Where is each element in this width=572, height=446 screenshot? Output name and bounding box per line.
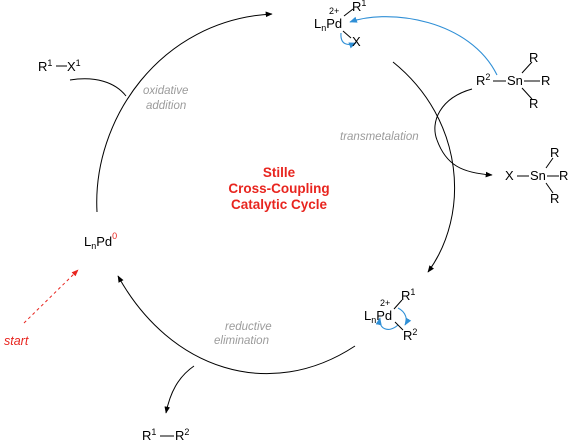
- stannane-sn-r-bottom-bond: [521, 87, 533, 100]
- step-oxidative-addition-line-2: addition: [146, 100, 186, 112]
- start-label: start: [4, 334, 29, 348]
- stannane-entry-curve: [434, 88, 473, 141]
- x-departure-curved-arrow: [340, 32, 357, 49]
- pd-trans-r1-bond: [393, 299, 403, 310]
- step-oxidative-addition-line-1: oxidative: [143, 85, 188, 97]
- species-pd-ox-x: X: [352, 34, 361, 49]
- cycle-arc-transmetalation: [392, 61, 456, 273]
- step-reductive-elimination-line-1: reductive: [225, 321, 272, 333]
- cycle-arc-oxidative-addition: [96, 11, 273, 213]
- cycle-title-line-2: Cross-Coupling: [228, 181, 329, 196]
- product-r2: R2: [175, 427, 189, 443]
- species-pd-trans-r2: R2: [403, 327, 417, 343]
- step-transmetalation: transmetalation: [340, 131, 419, 143]
- elimination-curved-arrow-right: [397, 307, 412, 326]
- tin-byproduct-sn: Sn: [530, 168, 546, 183]
- cycle-title: Stille Cross-Coupling Catalytic Cycle: [228, 165, 329, 212]
- elimination-curved-arrow-left: [375, 317, 399, 330]
- product-r1: R1: [142, 427, 156, 443]
- tin-byproduct-r-right: R: [559, 168, 568, 183]
- cycle-title-line-1: Stille: [263, 165, 296, 180]
- species-pd0: LnPd0: [84, 231, 117, 251]
- tin-byproduct-exit-arrow: [436, 139, 493, 178]
- pd-ox-r1-bond: [343, 8, 354, 17]
- substrate-x1: X1: [67, 58, 81, 74]
- tin-byproduct-r-bottom: R: [550, 191, 559, 206]
- stannane-sn-r-top-bond: [521, 61, 533, 74]
- step-reductive-elimination-line-2: elimination: [214, 335, 269, 347]
- tin-byproduct-sn-r-bottom-bond: [545, 182, 554, 194]
- transmetalation-curved-arrow: [349, 16, 498, 76]
- stannane-r-right: R: [541, 73, 550, 88]
- substrate-entry-curve: [69, 78, 127, 97]
- species-pd-ox-r1: R1: [352, 0, 366, 14]
- pd-trans-r2-bond: [394, 321, 404, 331]
- stannane-r-bottom: R: [529, 96, 538, 111]
- stannane-r2: R2: [476, 72, 490, 88]
- tin-byproduct-sn-r-top-bond: [545, 157, 554, 169]
- species-pd-ox-charge: 2+: [329, 6, 339, 16]
- tin-byproduct-x: X: [505, 168, 514, 183]
- cycle-arc-reductive-elimination: [117, 275, 356, 375]
- cycle-title-line-3: Catalytic Cycle: [231, 197, 328, 212]
- species-pd-ox-ln: LnPd: [314, 16, 342, 33]
- stannane-r-top: R: [529, 50, 538, 65]
- tin-byproduct-r-top: R: [550, 145, 559, 160]
- product-exit-arrow: [164, 365, 195, 414]
- species-pd-trans-charge: 2+: [380, 298, 390, 308]
- species-pd-trans-ln: LnPd: [364, 308, 392, 325]
- pd-ox-x-bond: [342, 30, 352, 39]
- stannane-sn: Sn: [507, 73, 523, 88]
- species-pd-trans-r1: R1: [401, 287, 415, 303]
- substrate-r1: R1: [38, 58, 52, 74]
- start-dashed-arrow: [23, 269, 79, 324]
